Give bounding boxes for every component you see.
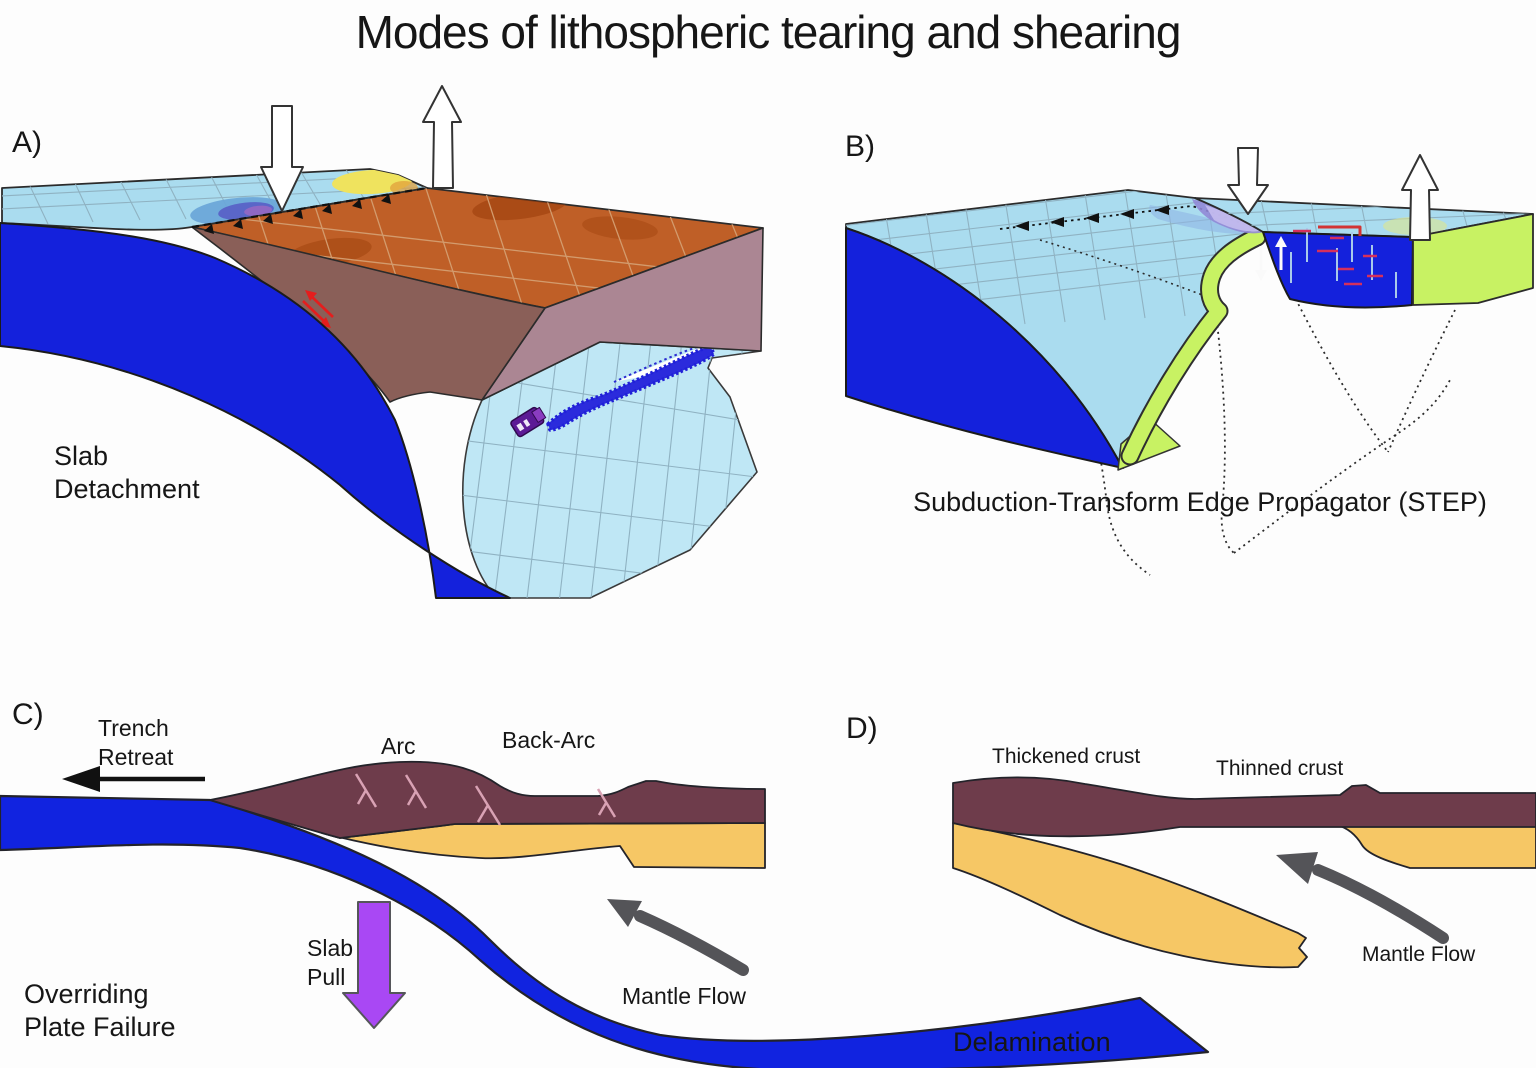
overriding-plate-side-face xyxy=(481,227,764,401)
slab-pull-label: Slab Pull xyxy=(307,935,354,990)
surface-trace-dotted xyxy=(1039,239,1206,297)
mantle-flow-label-d: Mantle Flow xyxy=(1362,943,1476,966)
panel-b-letter: B) xyxy=(845,130,875,163)
tear-gap xyxy=(614,346,704,382)
subducting-plate-surface xyxy=(1,168,428,231)
figure-title: Modes of lithospheric tearing and sheari… xyxy=(355,6,1182,58)
fault-symbols xyxy=(354,773,617,826)
back-arc-label: Back-Arc xyxy=(502,727,596,753)
panel-a-letter: A) xyxy=(12,126,42,159)
panel-c-diagram xyxy=(0,760,1210,1068)
trench-retreat-arrow-icon xyxy=(62,766,205,792)
thickened-crust-label: Thickened crust xyxy=(992,745,1141,768)
relative-motion-arrows-icon xyxy=(1255,236,1287,281)
crust-layer xyxy=(209,760,766,839)
panel-b-caption: Subduction-Transform Edge Propagator (ST… xyxy=(913,487,1487,517)
mantle-flow-arrow-icon xyxy=(607,899,749,976)
crust-layer xyxy=(952,776,1536,838)
panel-d-caption: Delamination xyxy=(953,1027,1111,1057)
downwelling-arrow-icon xyxy=(260,105,304,212)
thinned-crust-label: Thinned crust xyxy=(1216,757,1344,780)
sheet-grid xyxy=(462,342,761,598)
subducting-slab-front-face xyxy=(0,222,511,599)
detached-slab-sheet xyxy=(462,341,762,599)
panel-c-letter: C) xyxy=(12,698,44,731)
mantle-lithosphere-layer xyxy=(321,822,766,869)
fracture-markings xyxy=(1290,225,1397,298)
zipper-pull-icon xyxy=(510,406,547,438)
panel-c-caption: Overriding Plate Failure xyxy=(24,979,176,1043)
delaminating-mantle-layer xyxy=(952,822,1308,969)
mantle-flow-arrow-icon xyxy=(1276,852,1449,944)
overriding-plate-block xyxy=(191,187,764,403)
slab-pull-arrow-icon xyxy=(342,901,406,1029)
panel-d-letter: D) xyxy=(846,712,878,745)
step-fault-wisp xyxy=(1192,199,1264,234)
panel-a-diagram xyxy=(0,85,764,599)
torn-block xyxy=(1194,197,1534,309)
strike-slip-mark xyxy=(1318,225,1362,236)
arc-label: Arc xyxy=(381,733,416,759)
top-shading-blob xyxy=(582,216,658,240)
sheet-surface xyxy=(462,341,762,599)
uplift-arrow-icon xyxy=(1401,154,1439,241)
panel-d-diagram xyxy=(952,776,1536,969)
trench-retreat-label: Trench Retreat xyxy=(98,715,174,770)
transform-scarp-face xyxy=(1120,227,1267,466)
mantle-flow-label-c: Mantle Flow xyxy=(622,983,746,1009)
panel-a-caption: Slab Detachment xyxy=(54,441,200,505)
subsurface-slab-outline-dotted xyxy=(1061,239,1456,576)
downwelling-arrow-icon xyxy=(1227,147,1269,215)
uplift-arrow-icon xyxy=(422,85,462,189)
mantle-lithosphere-layer xyxy=(1336,824,1536,869)
torn-block-side-face xyxy=(1412,213,1534,306)
panel-b-diagram xyxy=(845,147,1534,576)
subducting-slab xyxy=(0,794,1210,1068)
trench-barb-line xyxy=(191,186,428,234)
slab-tear-zipper xyxy=(546,344,716,432)
